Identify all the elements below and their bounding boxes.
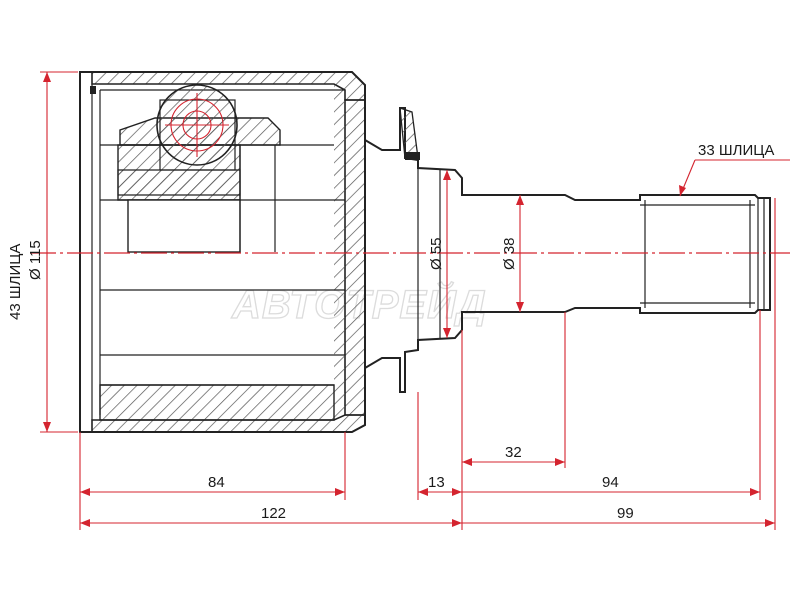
dim-84: 84: [208, 474, 225, 491]
tripod-roller: [117, 84, 281, 253]
dim-13: 13: [428, 474, 445, 491]
dim-99: 99: [617, 505, 634, 522]
shaft-diameter-label: Ø 38: [501, 237, 518, 270]
outer-diameter-label: Ø 115: [27, 240, 44, 280]
left-splines-label: 43 ШЛИЦА: [7, 244, 24, 320]
shaft: [364, 107, 771, 393]
dimension-labels: 43 ШЛИЦА Ø 115 Ø 55 Ø 38 33 ШЛИЦА 32 84 …: [7, 142, 774, 522]
dim-94: 94: [602, 474, 619, 491]
right-splines-label: 33 ШЛИЦА: [698, 142, 774, 159]
dim-122: 122: [261, 505, 286, 522]
dimension-lines: [40, 71, 790, 530]
dim-32: 32: [505, 444, 522, 461]
flange-diameter-label: Ø 55: [428, 237, 445, 270]
